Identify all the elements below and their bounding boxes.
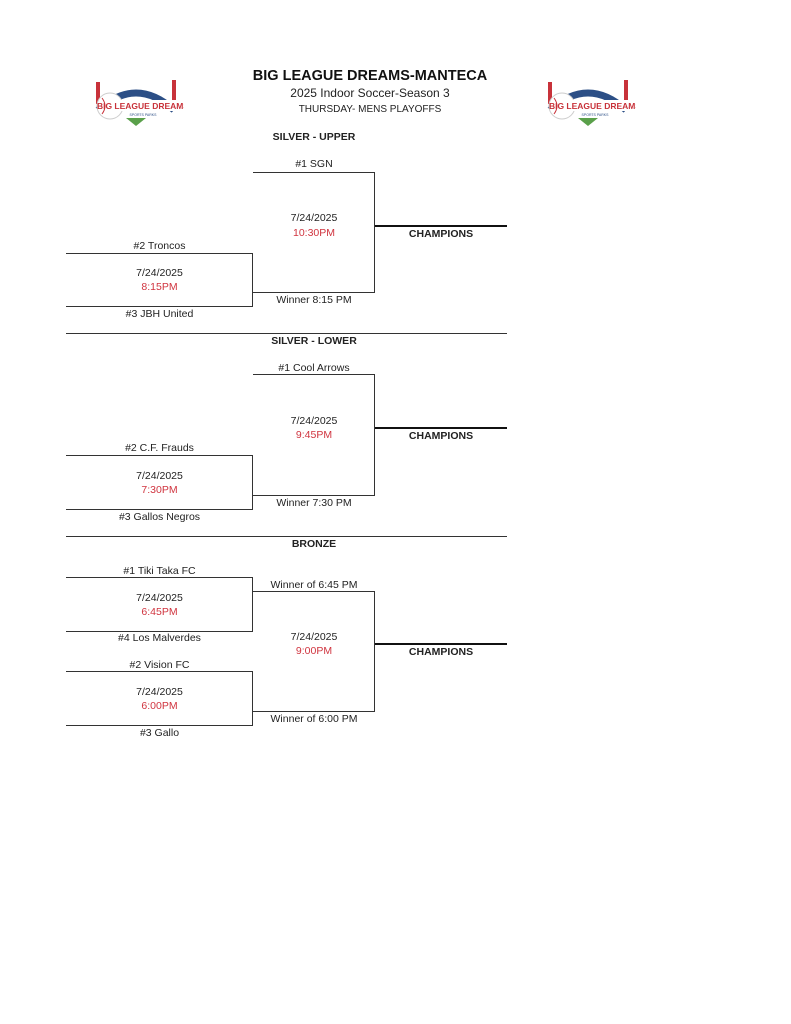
bracket-title: SILVER - UPPER: [272, 131, 356, 143]
champions-label: CHAMPIONS: [408, 646, 474, 658]
final-date: 7/24/2025: [290, 212, 338, 224]
final-top-team: #1 SGN: [295, 158, 333, 170]
page-subtitle: 2025 Indoor Soccer-Season 3: [290, 86, 450, 100]
champion-line: [375, 427, 507, 429]
bracket-line: [66, 455, 253, 456]
logo-text: BIG LEAGUE DREAMS: [549, 101, 636, 111]
semi2-time: 6:00PM: [141, 700, 178, 712]
final-bottom-team: Winner of 6:00 PM: [270, 713, 358, 725]
semi-top-team: #2 C.F. Frauds: [125, 442, 194, 454]
bracket-title: BRONZE: [291, 538, 337, 550]
bracket-line: [66, 509, 253, 510]
bracket-line: [253, 495, 375, 496]
semi1-time: 6:45PM: [141, 606, 178, 618]
logo-subtext: SPORTS PARKS: [130, 113, 158, 117]
bracket-line: [253, 374, 375, 375]
section-divider: [66, 536, 507, 537]
semi-bottom-team: #3 JBH United: [125, 308, 194, 320]
bracket-line: [252, 671, 253, 725]
bracket-line: [374, 591, 375, 711]
final-top-team: #1 Cool Arrows: [278, 362, 350, 374]
logo-text: BIG LEAGUE DREAMS: [97, 101, 184, 111]
bracket-line: [252, 577, 253, 631]
page-title: BIG LEAGUE DREAMS-MANTECA: [252, 68, 488, 84]
bracket-line: [66, 577, 253, 578]
semi-bottom-team: #3 Gallos Negros: [118, 511, 201, 523]
final-date: 7/24/2025: [290, 415, 338, 427]
big-league-dreams-logo-left: BIG LEAGUE DREAMS SPORTS PARKS: [95, 80, 184, 126]
semi2-bottom-team: #3 Gallo: [139, 727, 180, 739]
section-divider: [66, 333, 507, 334]
semi-date: 7/24/2025: [136, 470, 183, 482]
bracket-line: [374, 172, 375, 292]
bracket-line: [253, 292, 375, 293]
bracket-line: [253, 172, 375, 173]
logo-subtext: SPORTS PARKS: [582, 113, 610, 117]
semi-time: 8:15PM: [141, 281, 178, 293]
semi-time: 7:30PM: [141, 484, 178, 496]
final-bottom-team: Winner 8:15 PM: [276, 294, 352, 306]
big-league-dreams-logo-right: BIG LEAGUE DREAMS SPORTS PARKS: [547, 80, 636, 126]
champion-line: [375, 225, 507, 227]
bracket-line: [66, 306, 253, 307]
semi2-top-team: #2 Vision FC: [129, 659, 190, 671]
final-top-team: Winner of 6:45 PM: [270, 579, 358, 591]
champions-label: CHAMPIONS: [408, 228, 474, 240]
final-time: 9:45PM: [295, 429, 333, 441]
bracket-line: [253, 711, 375, 712]
semi-top-team: #2 Troncos: [133, 240, 186, 252]
semi1-bottom-team: #4 Los Malverdes: [118, 632, 201, 644]
champion-line: [375, 643, 507, 645]
bracket-line: [252, 455, 253, 510]
final-bottom-team: Winner 7:30 PM: [276, 497, 352, 509]
bracket-line: [66, 671, 253, 672]
bracket-line: [253, 591, 375, 592]
semi2-date: 7/24/2025: [136, 686, 183, 698]
bracket-line: [66, 725, 253, 726]
bracket-line: [374, 374, 375, 496]
final-time: 10:30PM: [292, 227, 336, 239]
champions-label: CHAMPIONS: [408, 430, 474, 442]
bracket-line: [66, 631, 253, 632]
final-time: 9:00PM: [295, 645, 333, 657]
page-subtitle-2: THURSDAY- MENS PLAYOFFS: [298, 104, 442, 115]
semi-date: 7/24/2025: [136, 267, 183, 279]
semi1-top-team: #1 Tiki Taka FC: [123, 565, 196, 577]
bracket-line: [66, 253, 253, 254]
bracket-line: [252, 253, 253, 307]
bracket-title: SILVER - LOWER: [271, 335, 357, 347]
final-date: 7/24/2025: [290, 631, 338, 643]
semi1-date: 7/24/2025: [136, 592, 183, 604]
